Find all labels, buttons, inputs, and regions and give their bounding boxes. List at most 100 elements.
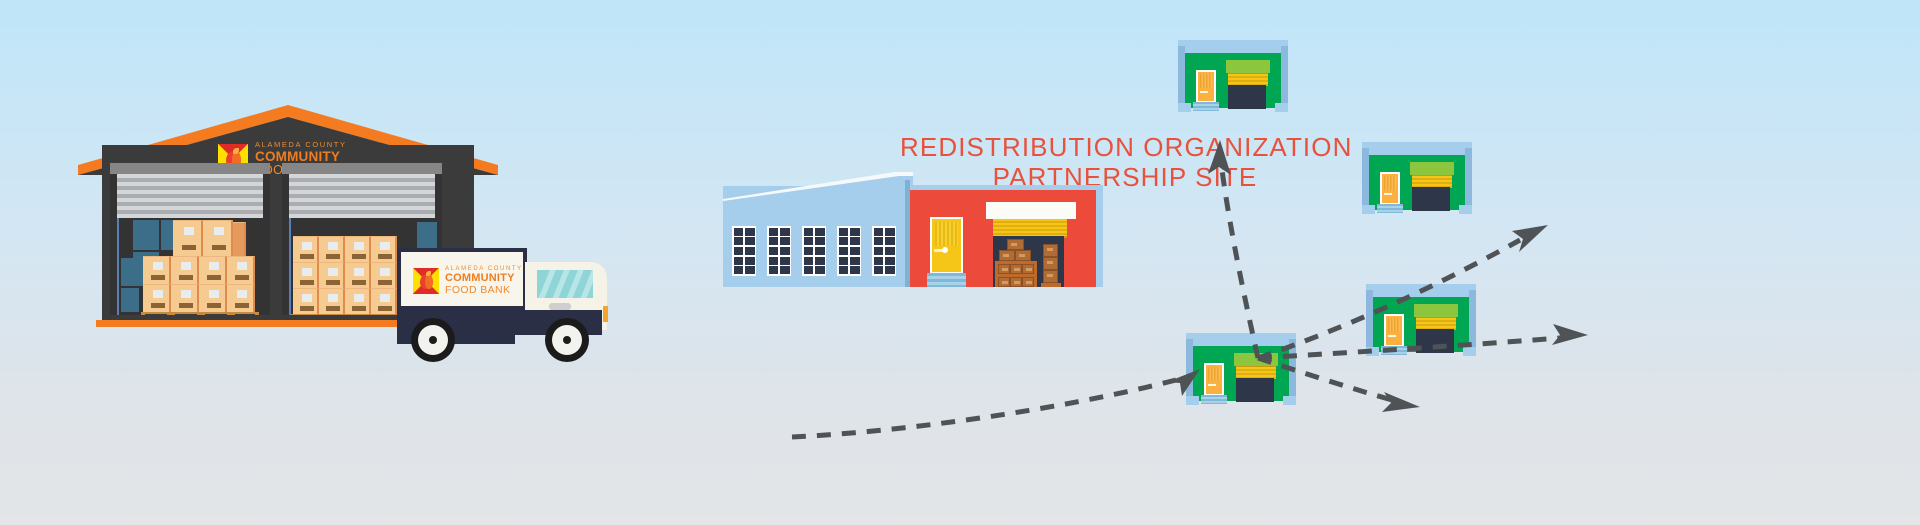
storage-box	[1043, 257, 1058, 270]
awning-icon	[1226, 60, 1270, 73]
partner-window	[767, 226, 791, 276]
partnership-site-building	[723, 172, 1103, 287]
awning-icon	[1234, 353, 1278, 366]
roller-shutter-right-icon	[289, 174, 435, 218]
partner-front-roof	[910, 185, 1103, 192]
wooden-pallet	[141, 312, 259, 315]
cardboard-box	[173, 220, 203, 256]
door-steps	[1193, 102, 1219, 111]
cardboard-box	[371, 262, 397, 288]
shutter-icon	[1412, 175, 1452, 188]
truck-wheel-rear	[411, 318, 455, 362]
cardboard-box	[233, 222, 246, 256]
partner-window	[802, 226, 826, 276]
cardboard-box	[293, 236, 319, 262]
arrow-path-inbound	[791, 377, 1177, 440]
partner-agency-building-4	[1186, 333, 1296, 405]
cardboard-box	[171, 284, 199, 312]
partner-loading-bay	[993, 236, 1064, 287]
truck-headlight-icon	[603, 306, 608, 322]
partner-window	[837, 226, 861, 276]
agency-door[interactable]	[1380, 172, 1400, 205]
cardboard-box	[293, 262, 319, 288]
storage-box	[1043, 270, 1058, 283]
partner-window	[732, 226, 756, 276]
cardboard-box	[345, 288, 371, 314]
shelf-rack	[995, 261, 1037, 264]
cardboard-box	[143, 256, 171, 284]
storage-box	[1015, 250, 1031, 261]
shelf-unit	[121, 288, 139, 312]
cardboard-box	[319, 236, 345, 262]
shelf-rack	[995, 274, 1037, 277]
cardboard-box	[203, 220, 233, 256]
arrow-path-out-1	[1219, 169, 1261, 359]
cardboard-box	[371, 288, 397, 314]
shelf-unit	[133, 220, 159, 250]
agency-door[interactable]	[1204, 363, 1224, 396]
awning-icon	[1414, 304, 1458, 317]
door-handle-icon	[934, 247, 948, 253]
bay-interior-right	[289, 218, 437, 315]
partner-column	[905, 180, 910, 287]
roller-shutter-left-icon	[117, 174, 263, 218]
bay-header-right	[282, 163, 442, 174]
cardboard-box	[293, 288, 319, 314]
wooden-pallet	[291, 314, 403, 315]
bay-interior-left	[117, 218, 263, 315]
storage-box	[998, 277, 1010, 287]
page-title-line1: REDISTRIBUTION ORGANIZATION	[900, 132, 1353, 162]
cardboard-box	[171, 256, 199, 284]
partner-window	[872, 226, 896, 276]
truck-logo: ALAMEDA COUNTY COMMUNITY FOOD BANK	[413, 266, 523, 296]
shelf-unit	[417, 222, 437, 256]
partner-agency-building-2	[1362, 142, 1472, 214]
loading-bay	[1412, 187, 1450, 211]
arrow-head-out-2	[1512, 225, 1548, 252]
cardboard-box	[371, 236, 397, 262]
storage-box	[1022, 277, 1034, 287]
partner-entrance-door[interactable]	[930, 217, 963, 274]
logo-line-2: COMMUNITY	[255, 148, 341, 164]
cardboard-box	[199, 284, 227, 312]
truck-grille-icon	[549, 303, 571, 310]
logo-line-1: ALAMEDA COUNTY	[445, 266, 523, 272]
door-steps	[1201, 395, 1227, 404]
partner-agency-building-3	[1366, 284, 1476, 356]
logo-line-3: FOOD BANK	[445, 284, 511, 296]
shelf-unit	[121, 258, 135, 286]
shutter-icon	[1228, 73, 1268, 86]
warehouse-base-trim	[96, 320, 480, 327]
partner-signboard	[986, 202, 1076, 219]
loading-bay	[1228, 85, 1266, 109]
shelf-rack	[1041, 283, 1061, 287]
logo-line-2: COMMUNITY	[445, 272, 515, 284]
delivery-truck: ALAMEDA COUNTY COMMUNITY FOOD BANK	[397, 248, 627, 373]
storage-box	[1022, 264, 1034, 274]
loading-bay	[1416, 329, 1454, 353]
storage-box	[998, 264, 1010, 274]
storage-box	[1007, 239, 1024, 250]
partner-door-steps	[927, 273, 966, 287]
storage-box	[1010, 264, 1022, 274]
partner-agency-building-1	[1178, 40, 1288, 112]
cardboard-box	[227, 256, 255, 284]
storage-box	[1043, 244, 1058, 257]
cardboard-box	[319, 288, 345, 314]
logo-line-1: ALAMEDA COUNTY	[255, 140, 347, 149]
truck-wheel-front	[545, 318, 589, 362]
arrow-head-out-3	[1552, 324, 1588, 345]
cardboard-box	[227, 284, 255, 312]
agency-door[interactable]	[1196, 70, 1216, 103]
partner-roof-icon	[723, 172, 913, 202]
agency-door[interactable]	[1384, 314, 1404, 347]
truck-windshield	[537, 270, 593, 298]
partner-front-edge	[1096, 190, 1103, 287]
storage-box	[999, 250, 1015, 261]
warehouse-bay-left	[110, 163, 270, 315]
cardboard-box	[345, 236, 371, 262]
door-steps	[1381, 346, 1407, 355]
awning-icon	[1410, 162, 1454, 175]
door-steps	[1377, 204, 1403, 213]
